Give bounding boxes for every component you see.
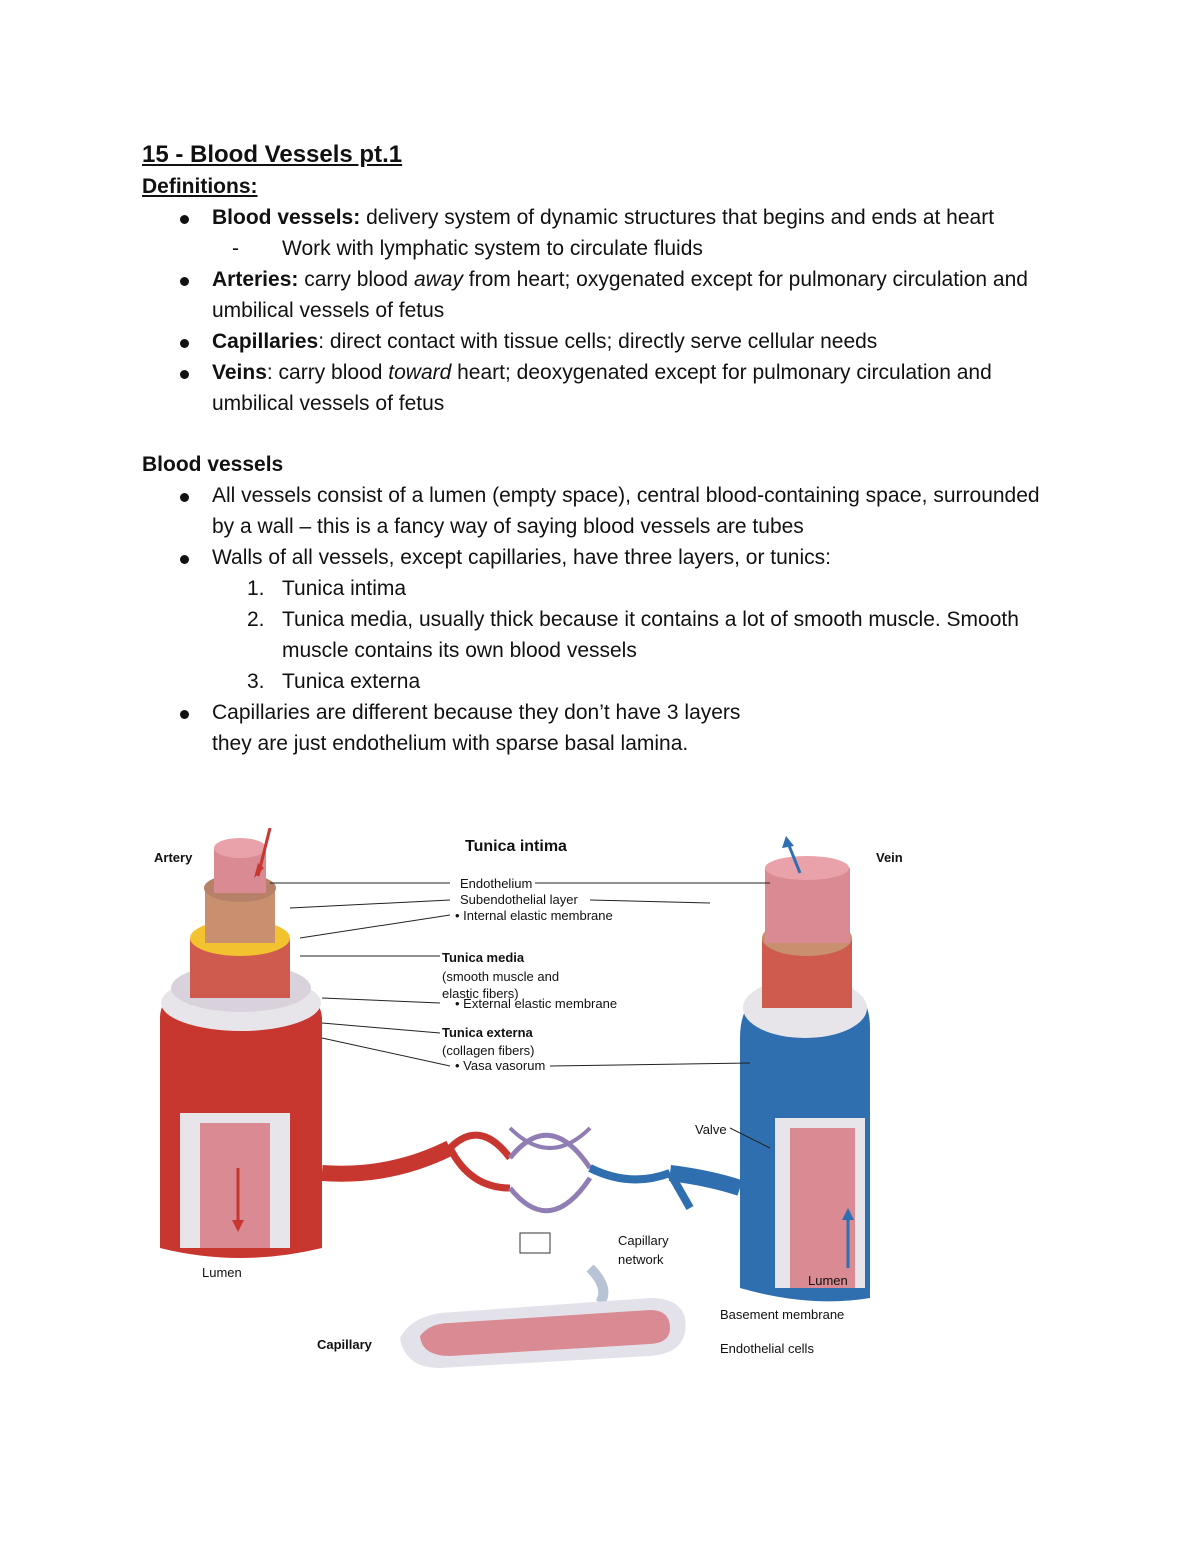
internal-elastic-label: • Internal elastic membrane [455,908,613,923]
tunica-externa-sub: (collagen fibers) [442,1043,535,1058]
external-elastic-label: • External elastic membrane [455,996,618,1011]
capillary-network-label-1: Capillary [618,1233,669,1248]
tunica-media-label: Tunica media [442,950,525,965]
capillary-label: Capillary [317,1337,372,1352]
artery-label: Artery [154,850,193,865]
definition-blood-vessels: Blood vessels: delivery system of dynami… [142,202,1052,233]
tunica-media-sub2: elastic fibers) [442,986,519,1001]
tunica-externa-label: Tunica externa [442,1025,533,1040]
capillary-network-label-2: network [618,1252,664,1267]
definitions-list: Blood vessels: delivery system of dynami… [142,202,1052,233]
definitions-heading: Definitions: [142,175,258,198]
basement-membrane-label: Basement membrane [720,1307,845,1322]
lumen-right-label: Lumen [808,1273,848,1288]
vessel-layers-point: Walls of all vessels, except capillaries… [142,542,1052,573]
lumen-left-label: Lumen [202,1265,242,1280]
vessel-lumen-point: All vessels consist of a lumen (empty sp… [142,480,1052,542]
vein-illustration [740,836,870,1302]
blood-vessel-diagram: Artery Vein Tunica intima Endothelium Su… [150,827,903,1388]
capillaries-point: Capillaries are different because they d… [142,697,1052,759]
capillary-network-illustration [321,1126,743,1254]
definition-subitem: -Work with lymphatic system to circulate… [232,237,703,260]
tunic-item: 2.Tunica media, usually thick because it… [247,608,1019,662]
document-page: 15 - Blood Vessels pt.1 Definitions: Blo… [142,138,1052,759]
endothelial-cells-label: Endothelial cells [720,1341,814,1356]
definition-capillaries: Capillaries: direct contact with tissue … [142,326,1052,357]
leader-lines [270,882,771,1149]
vasa-vasorum-label: • Vasa vasorum [455,1058,546,1073]
vein-label: Vein [876,850,903,865]
definition-veins: Veins: carry blood toward heart; deoxyge… [142,357,1052,419]
tunic-item: 3.Tunica externa [247,670,421,693]
page-title: 15 - Blood Vessels pt.1 [142,141,403,168]
artery-illustration [160,827,322,1258]
definition-arteries: Arteries: carry blood away from heart; o… [142,264,1052,326]
endothelium-label: Endothelium [460,876,533,891]
vessel-illustration [160,827,870,1368]
capillary-detail-illustration [400,1264,686,1368]
valve-label: Valve [695,1122,727,1137]
subendothelial-label: Subendothelial layer [460,892,578,907]
tunica-media-sub1: (smooth muscle and [442,969,560,984]
blood-vessels-heading: Blood vessels [142,453,284,476]
tunic-item: 1.Tunica intima [247,577,407,600]
tunica-intima-title: Tunica intima [465,838,567,855]
tunics-list: 1.Tunica intima 2.Tunica media, usually … [142,573,1052,697]
